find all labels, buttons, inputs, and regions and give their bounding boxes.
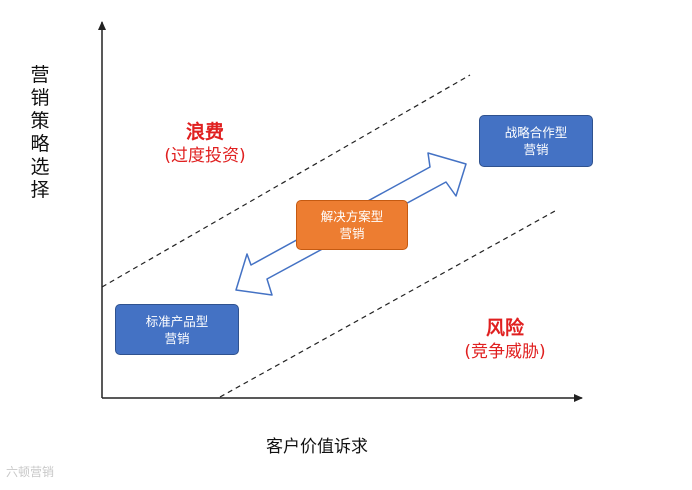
risk-zone-label: 风险 (竞争威胁): [440, 316, 570, 364]
x-axis-label: 客户价值诉求: [266, 437, 368, 457]
lower-boundary-line: [219, 210, 556, 398]
waste-subtitle: (过度投资): [164, 146, 246, 166]
upper-boundary-line: [101, 74, 471, 288]
solution-label-line2: 营销: [339, 226, 365, 241]
risk-subtitle: (竞争威胁): [464, 342, 546, 362]
standard-product-label-line1: 标准产品型: [145, 313, 209, 329]
risk-title: 风险: [485, 317, 524, 339]
y-axis-label: 营销策略选择: [30, 64, 50, 201]
strategic-label-line1: 战略合作型: [504, 125, 568, 140]
strategic-label-line2: 营销: [523, 142, 549, 157]
waste-title: 浪费: [185, 121, 224, 143]
strategic-partnership-box: 战略合作型 营销: [479, 115, 593, 167]
standard-product-box: 标准产品型 营销: [115, 304, 239, 355]
standard-product-label-line2: 营销: [164, 330, 190, 346]
waste-zone-label: 浪费 (过度投资): [140, 120, 270, 168]
watermark: 六顿营销: [6, 465, 55, 479]
solution-box: 解决方案型 营销: [296, 200, 408, 250]
solution-label-line1: 解决方案型: [320, 209, 384, 224]
